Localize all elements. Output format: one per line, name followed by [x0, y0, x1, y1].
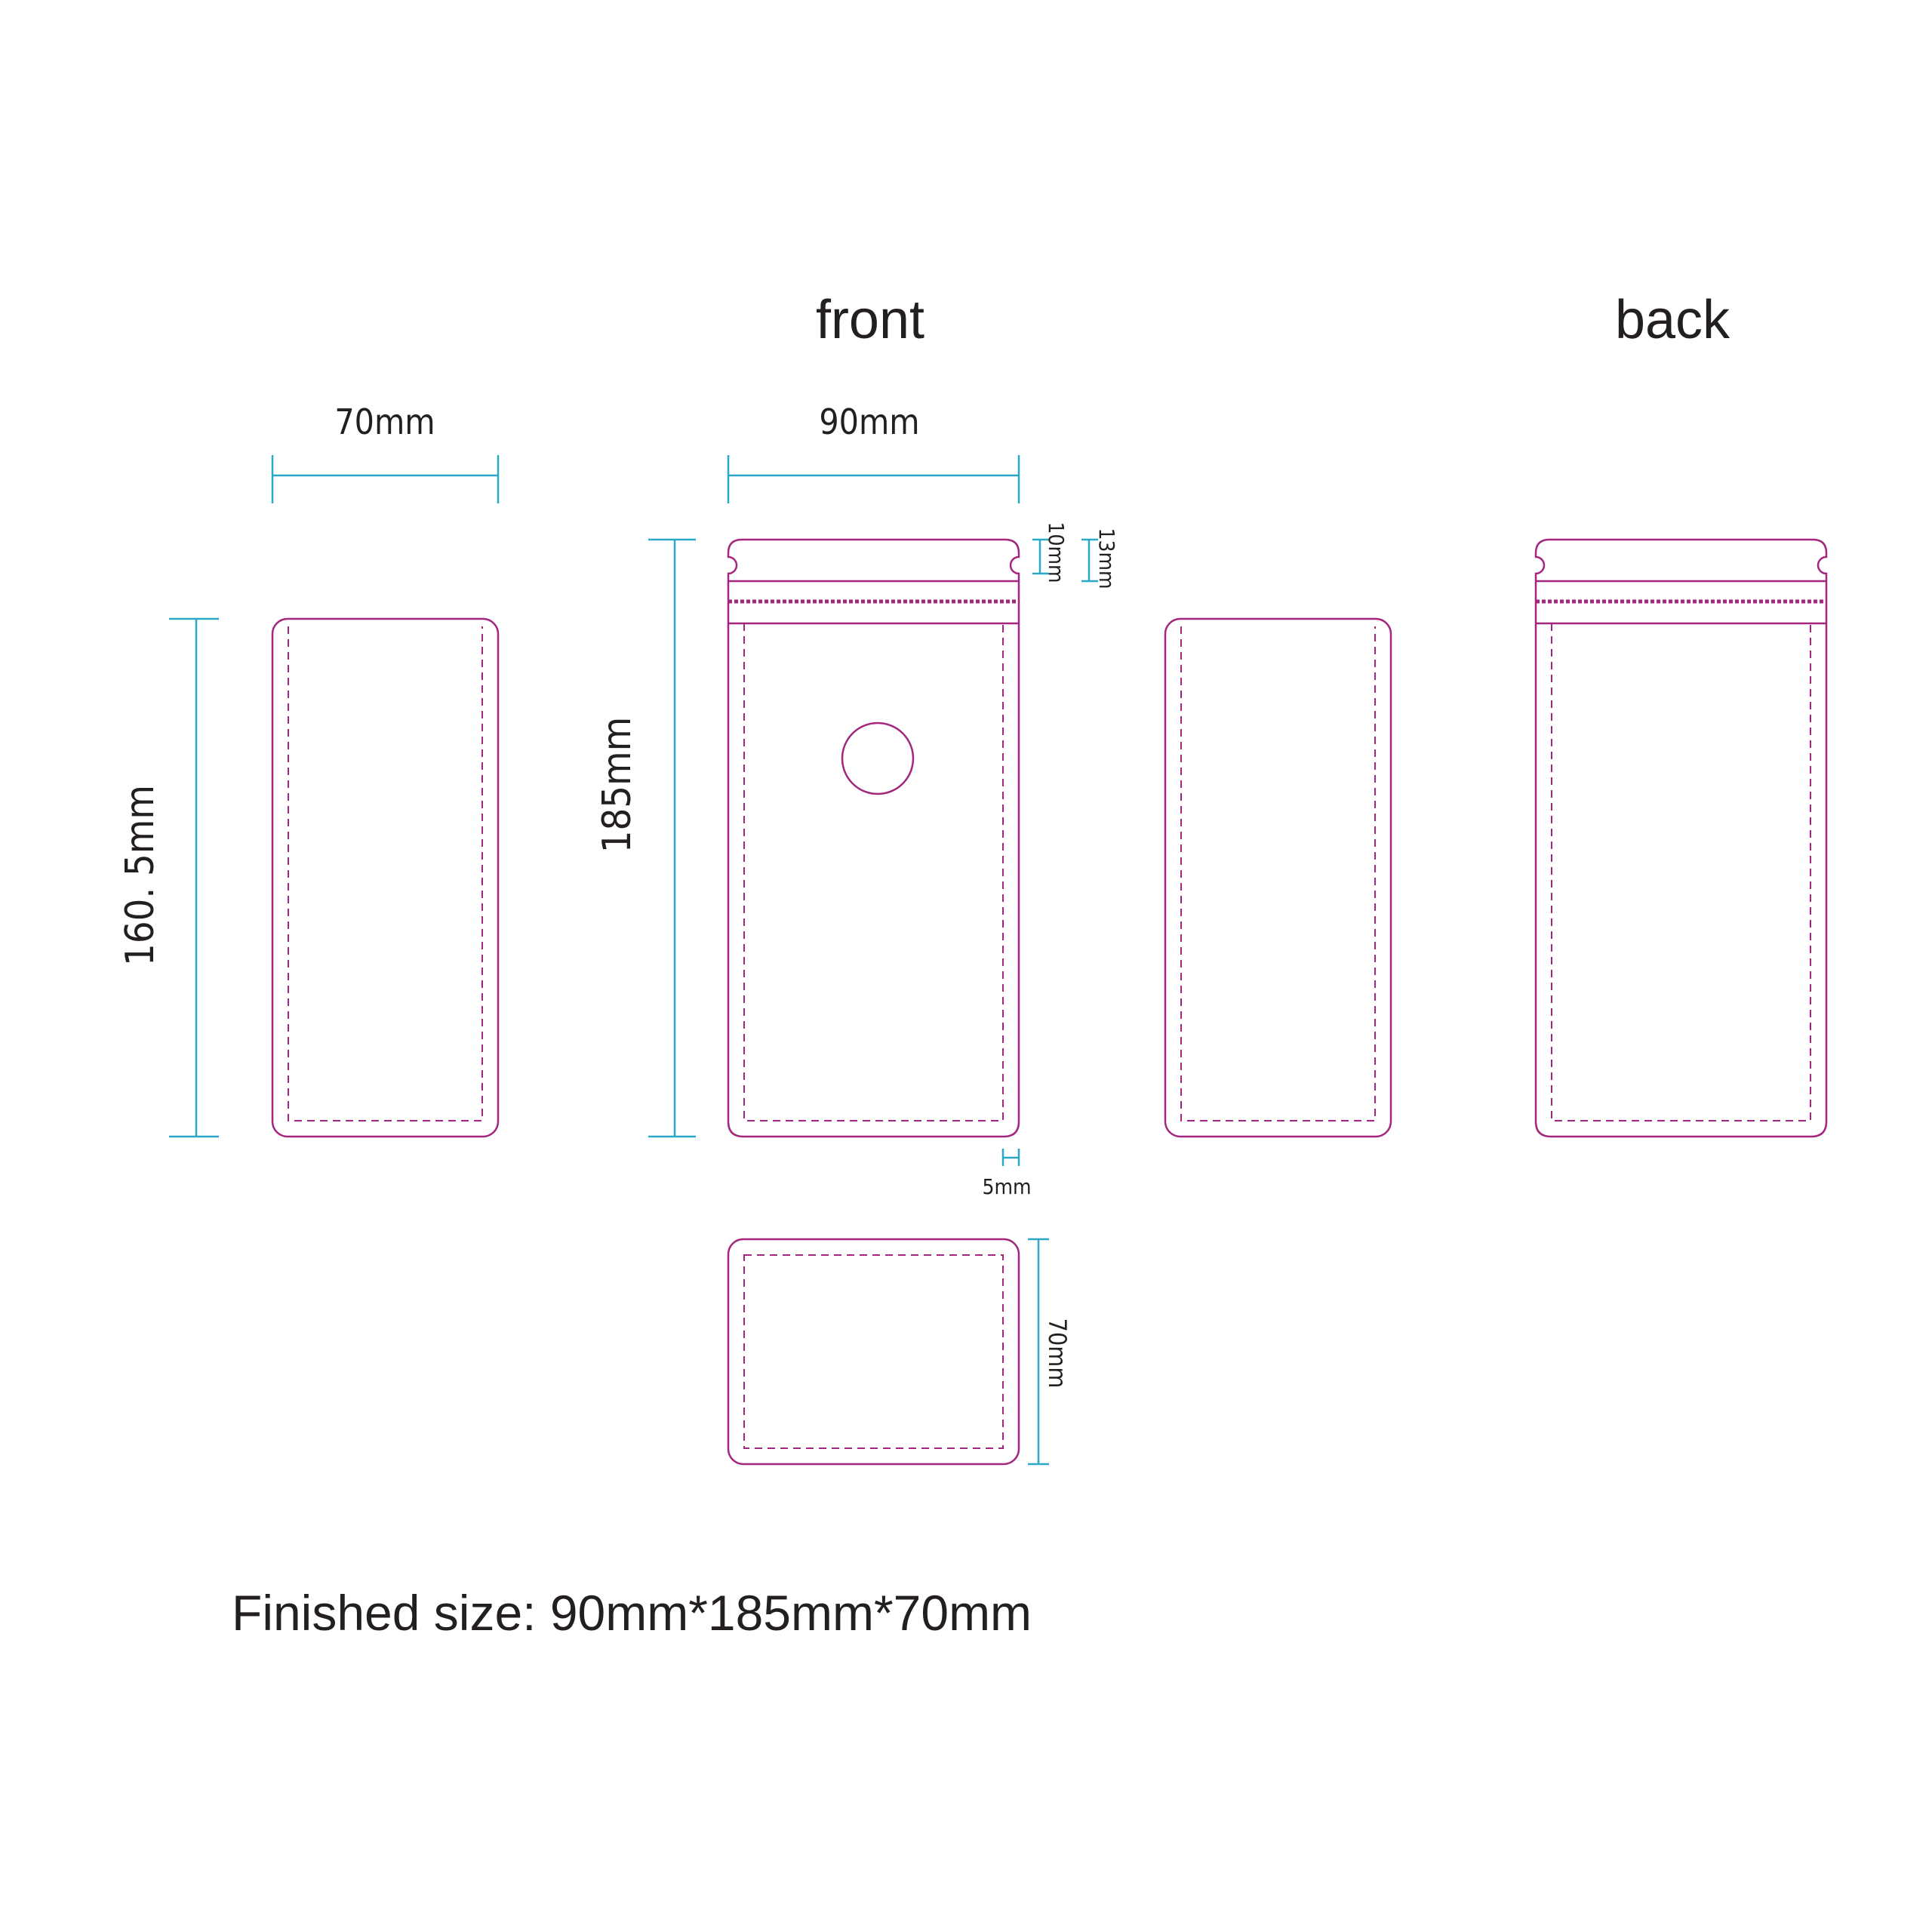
finished-size-caption: Finished size: 90mm*185mm*70mm [232, 1585, 1032, 1641]
front-height-label: 185mm [595, 717, 640, 853]
left-side-gusset-panel [271, 617, 500, 1138]
bottom-depth-dimension-line [1028, 1238, 1049, 1466]
side-height-dimension-line [169, 617, 219, 1138]
zipper-top-label: 10mm [1044, 521, 1069, 583]
right-side-gusset-panel [1164, 617, 1392, 1138]
front-height-dimension-line [648, 538, 696, 1138]
bottom-depth-label: 70mm [1043, 1318, 1072, 1389]
side-width-dimension-line [271, 455, 500, 503]
front-heading: front [816, 290, 924, 350]
side-width-label: 70mm [334, 401, 435, 442]
back-heading: back [1615, 290, 1730, 350]
dimension-lines [169, 455, 1098, 1466]
back-panel [1534, 538, 1828, 1138]
tear-line-label: 13mm [1094, 528, 1119, 589]
degassing-valve-circle [841, 721, 915, 795]
zipper-top-dimension-line [1032, 538, 1049, 575]
side-height-label: 160. 5mm [118, 785, 163, 966]
bottom-gusset-panel [727, 1238, 1020, 1466]
tear-line-dimension-line [1081, 538, 1098, 583]
front-width-dimension-line [727, 455, 1020, 503]
seal-margin-label: 5mm [982, 1174, 1031, 1199]
seal-margin-dimension-line [1001, 1149, 1020, 1166]
front-panel [727, 538, 1020, 1138]
front-width-label: 90mm [819, 401, 919, 442]
